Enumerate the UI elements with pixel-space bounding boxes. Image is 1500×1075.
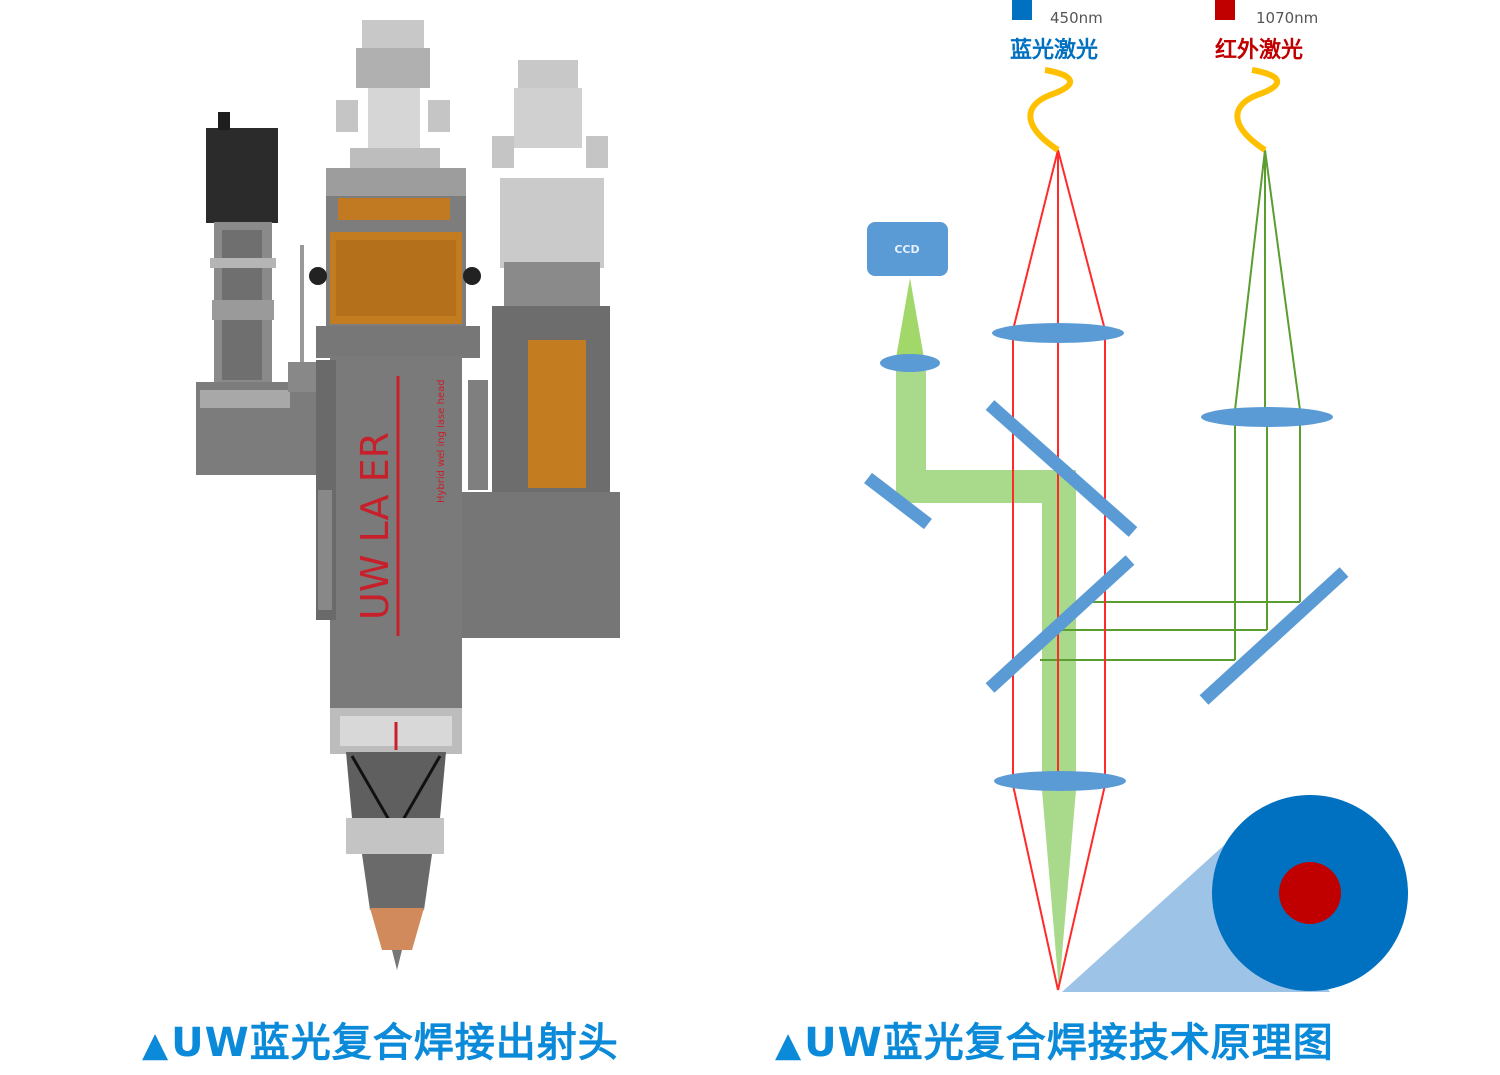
ir-laser-label: 红外激光: [1215, 37, 1303, 63]
product-subtitle-text: Hybrid wel ing lase head: [436, 379, 447, 503]
ir-laser-swatch: [1215, 0, 1235, 20]
laser-head-render: [196, 20, 620, 970]
brand-logo-text: UW LA ER: [353, 432, 397, 620]
ccd-beam-focus: [1042, 790, 1076, 990]
weld-spot-inner: [1279, 862, 1341, 924]
ir-wavelength-label: 1070nm: [1256, 9, 1318, 27]
orange-side-cover: [528, 340, 586, 488]
ccd-lens: [880, 354, 940, 372]
focusing-lens: [994, 771, 1126, 791]
ir-laser-wave-icon: [1234, 67, 1281, 153]
copper-nozzle-tip: [370, 908, 424, 950]
blue-laser-swatch: [1012, 0, 1032, 20]
diagram-caption: ▲UW蓝光复合焊接技术原理图: [775, 1020, 1334, 1066]
dichroic-mirror-upper: [985, 400, 1138, 537]
blue-laser-label: 蓝光激光: [1010, 37, 1098, 63]
triangle-marker-icon: ▲: [142, 1025, 170, 1065]
product-caption: ▲UW蓝光复合焊接出射头: [142, 1020, 619, 1066]
blue-wavelength-label: 450nm: [1050, 9, 1103, 27]
ccd-label: CCD: [894, 243, 919, 256]
ir-collimating-lens: [1201, 407, 1333, 427]
ccd-mirror: [864, 472, 932, 530]
orange-plate: [338, 198, 450, 220]
camera-body: [206, 128, 278, 223]
ccd-cone: [896, 278, 924, 358]
ccd-camera-box: [867, 222, 948, 276]
ir-beam-path: [1040, 149, 1301, 661]
main-body: [330, 356, 462, 708]
blue-beam-path: [1012, 149, 1106, 991]
triangle-marker-icon: ▲: [775, 1025, 803, 1065]
ir-mirror: [1199, 567, 1349, 705]
dichroic-mirror-lower: [985, 555, 1135, 693]
blue-laser-wave-icon: [1027, 67, 1074, 153]
optics-diagram: [864, 0, 1408, 992]
blue-collimating-lens: [992, 323, 1124, 343]
